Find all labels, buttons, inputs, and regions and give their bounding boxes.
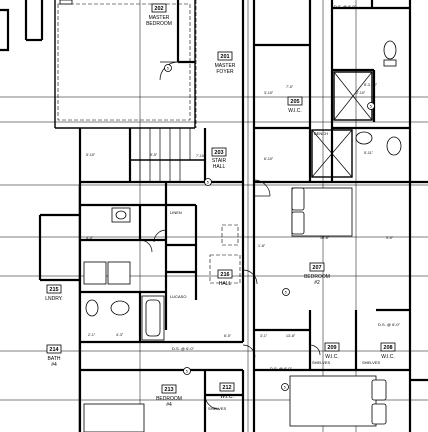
svg-text:5'-10": 5'-10" [86, 153, 96, 157]
svg-text:208: 208 [383, 345, 392, 351]
svg-text:216: 216 [220, 272, 229, 278]
svg-text:10'-8": 10'-8" [320, 236, 330, 240]
svg-text:2'-1": 2'-1" [88, 333, 96, 337]
room-tag-208: 208 W.I.C. [380, 342, 396, 360]
svg-text:MASTER: MASTER [215, 63, 236, 69]
room-tag-215: 215 LNDRY. [45, 284, 63, 302]
svg-text:7'-0": 7'-0" [286, 85, 294, 89]
svg-text:13'-8": 13'-8" [286, 334, 296, 338]
svg-text:D.S. @ 6'-0": D.S. @ 6'-0" [378, 322, 401, 327]
svg-text:3'-0": 3'-0" [386, 236, 394, 240]
svg-text:4'-4": 4'-4" [86, 236, 94, 240]
room-tag-202: 202 MASTER BEDROOM [146, 3, 172, 27]
svg-text:D.S. @ 6'-0": D.S. @ 6'-0" [270, 366, 293, 371]
bed-icon [289, 375, 377, 427]
dimension-labels: 5'-10" 9'-5" 7'-0" 3'-10" 4'-4" 10'-8" 1… [86, 83, 394, 338]
svg-text:2'-10": 2'-10" [356, 91, 366, 95]
svg-text:HALL: HALL [213, 164, 226, 170]
svg-text:BATH: BATH [48, 356, 61, 362]
svg-text:W.I.C.: W.I.C. [325, 354, 339, 360]
room-tag-201: 201 MASTER FOYER [215, 51, 236, 75]
room-tag-216: 216 HALL [217, 269, 233, 287]
svg-text:201: 201 [220, 54, 229, 60]
plan-notes: BENCH LINEN LUCASO SHELVES SHELVES SHELV… [170, 4, 401, 411]
svg-text:LNDRY.: LNDRY. [45, 296, 63, 302]
svg-text:BEDROOM: BEDROOM [304, 274, 330, 280]
svg-text:3'-10": 3'-10" [264, 91, 274, 95]
svg-text:STAIR: STAIR [212, 158, 227, 164]
svg-text:209: 209 [327, 345, 336, 351]
svg-text:W.I.C.: W.I.C. [220, 394, 234, 400]
svg-text:207: 207 [312, 265, 321, 271]
svg-text:#4: #4 [166, 402, 172, 408]
svg-text:LINEN: LINEN [170, 210, 182, 215]
room-tag-203: 203 STAIR HALL [211, 147, 227, 170]
room-tag-212: 212 W.I.C. [219, 382, 235, 400]
svg-text:3'-1": 3'-1" [260, 334, 268, 338]
svg-text:212: 212 [222, 385, 231, 391]
svg-text:4'-3": 4'-3" [116, 333, 124, 337]
svg-text:SHELVES: SHELVES [312, 360, 330, 365]
sink-icon [355, 131, 373, 145]
overhead-lines [57, 0, 241, 284]
svg-text:5: 5 [167, 67, 169, 71]
svg-text:213: 213 [164, 387, 173, 393]
svg-text:#4: #4 [51, 362, 57, 368]
room-tag-214: 214 BATH #4 [46, 344, 62, 368]
svg-text:SHELVES: SHELVES [362, 360, 380, 365]
svg-text:8'-3 1/2": 8'-3 1/2" [364, 83, 378, 87]
sink-icon [110, 300, 130, 316]
svg-text:205: 205 [290, 99, 299, 105]
room-tag-213: 213 BEDROOM #4 [156, 384, 182, 408]
svg-text:5: 5 [284, 386, 286, 390]
toilet-icon [85, 299, 99, 317]
svg-text:W.I.C.: W.I.C. [288, 108, 302, 114]
svg-text:SHELVES: SHELVES [208, 406, 226, 411]
svg-text:1'-8": 1'-8" [258, 244, 266, 248]
svg-text:BENCH: BENCH [314, 131, 328, 136]
svg-text:202: 202 [154, 6, 163, 12]
svg-text:5: 5 [207, 181, 209, 185]
door-marks: 5 5 5 5 5 5 [164, 64, 375, 391]
svg-text:D.S. @ 6'-0": D.S. @ 6'-0" [172, 346, 195, 351]
svg-text:5'-11": 5'-11" [364, 151, 374, 155]
svg-text:BEDROOM: BEDROOM [146, 21, 172, 27]
svg-text:LUCASO: LUCASO [170, 294, 186, 299]
svg-text:214: 214 [49, 347, 59, 353]
dryer-icon [107, 261, 131, 285]
bed-icon [83, 403, 145, 432]
room-tag-209: 209 W.I.C. [324, 342, 340, 360]
svg-text:#2: #2 [314, 280, 320, 286]
stair-treads [139, 128, 191, 182]
svg-text:203: 203 [214, 150, 223, 156]
svg-text:5: 5 [186, 370, 188, 374]
svg-text:BEDROOM: BEDROOM [156, 396, 182, 402]
toilet-icon [383, 40, 397, 60]
svg-text:215: 215 [49, 287, 58, 293]
svg-text:6'-10": 6'-10" [264, 157, 274, 161]
svg-text:D.S. @ 6'-0": D.S. @ 6'-0" [334, 4, 357, 9]
room-tag-207: 207 BEDROOM #2 [304, 262, 330, 286]
svg-text:5: 5 [285, 291, 287, 295]
sink-icon [386, 136, 402, 156]
room-tag-205: 205 W.I.C. [287, 96, 303, 114]
svg-text:5: 5 [370, 105, 372, 109]
fixtures [59, 0, 402, 432]
svg-text:7'-10": 7'-10" [196, 154, 206, 158]
laundry-sink-icon [115, 210, 127, 220]
svg-text:9'-5": 9'-5" [150, 153, 158, 157]
svg-text:HALL: HALL [219, 281, 232, 287]
svg-text:6'-0": 6'-0" [224, 334, 232, 338]
svg-text:FOYER: FOYER [216, 69, 234, 75]
svg-text:MASTER: MASTER [149, 15, 170, 21]
svg-text:W.I.C.: W.I.C. [381, 354, 395, 360]
washer-icon [83, 261, 107, 285]
